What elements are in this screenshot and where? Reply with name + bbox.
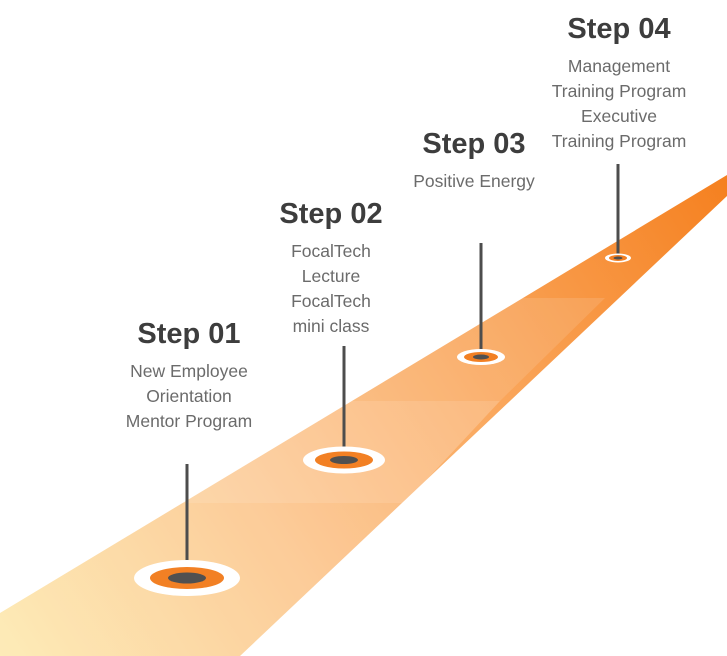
step-04-line: Executive	[581, 106, 657, 126]
step-04-ring-center	[613, 256, 623, 260]
step-02-description: FocalTech Lecture FocalTech mini class	[279, 239, 382, 339]
step-01-line: Orientation	[146, 386, 232, 406]
step-03-line: Positive Energy	[413, 171, 535, 191]
step-01-marker	[134, 464, 240, 596]
step-02-line: FocalTech	[291, 241, 371, 261]
step-02-line: FocalTech	[291, 291, 371, 311]
road-band	[0, 175, 727, 656]
step-01-line: Mentor Program	[125, 411, 253, 431]
step-04-description: Management Training Program Executive Tr…	[552, 54, 687, 154]
step-02-label: Step 02 FocalTech Lecture FocalTech mini…	[279, 197, 382, 339]
step-02-title: Step 02	[279, 198, 383, 230]
step-04-title: Step 04	[567, 13, 671, 45]
step-03-label: Step 03 Positive Energy	[413, 127, 535, 194]
step-02-line: Lecture	[301, 266, 361, 286]
step-02-line: mini class	[292, 316, 370, 336]
step-03-title: Step 03	[422, 128, 526, 160]
step-01-description: New Employee Orientation Mentor Program	[126, 359, 252, 434]
step-03-description: Positive Energy	[413, 169, 535, 194]
step-01-line: New Employee	[130, 361, 248, 381]
step-02-marker	[303, 346, 385, 474]
step-04-line: Training Program	[551, 131, 687, 151]
step-04-marker	[605, 164, 631, 263]
step-01-label: Step 01 New Employee Orientation Mentor …	[126, 317, 252, 434]
step-03-marker	[457, 243, 505, 365]
step-04-label: Step 04 Management Training Program Exec…	[552, 12, 687, 154]
step-01-title: Step 01	[137, 318, 241, 350]
step-03-ring-center	[473, 354, 489, 360]
step-04-line: Management	[567, 56, 671, 76]
step-01-ring-center	[168, 572, 206, 584]
step-04-line: Training Program	[551, 81, 687, 101]
step-02-ring-center	[330, 456, 358, 464]
